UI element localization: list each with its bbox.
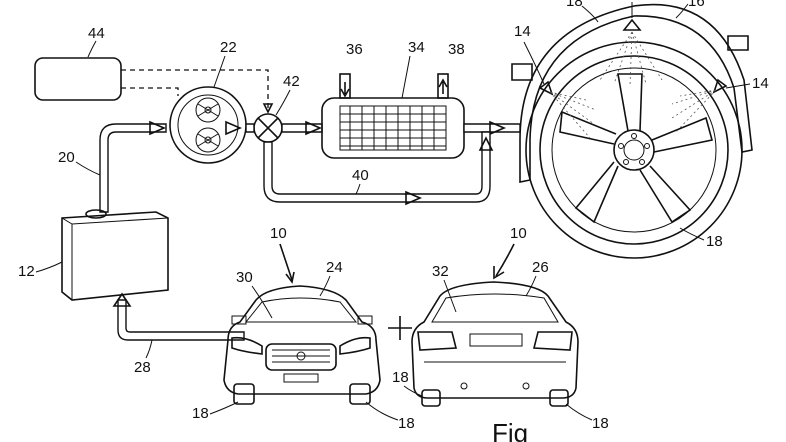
label-26: 26: [532, 259, 549, 276]
label-34: 34: [408, 39, 425, 56]
wheel-assembly: [511, 3, 753, 259]
label-18-rl: 18: [392, 369, 409, 386]
spray-top: [599, 18, 663, 87]
reservoir-box: [34, 57, 122, 101]
label-38: 38: [448, 41, 465, 58]
label-32: 32: [432, 263, 449, 280]
plus-symbol: [388, 316, 412, 340]
tank: [61, 209, 169, 301]
label-42: 42: [283, 73, 300, 90]
label-14-left: 14: [514, 23, 531, 40]
control-line-valve: [121, 69, 269, 110]
bypass-pipe: [263, 131, 491, 203]
label-12: 12: [18, 263, 35, 280]
spray-left: [538, 80, 597, 139]
label-18-fl: 18: [192, 405, 209, 422]
label-44: 44: [88, 25, 105, 42]
label-18-rr: 18: [592, 415, 609, 432]
inlet-36: [339, 73, 351, 99]
label-24: 24: [326, 259, 343, 276]
car-front-view: [223, 285, 381, 405]
label-18-wheel-top: 18: [566, 0, 583, 10]
car-rear-view: [411, 281, 579, 407]
label-40: 40: [352, 167, 369, 184]
heat-exchanger: [321, 97, 465, 159]
pump: [169, 86, 247, 164]
label-28: 28: [134, 359, 151, 376]
spray-right: [671, 78, 728, 133]
return-pipe: [117, 299, 245, 341]
label-18-fr: 18: [398, 415, 415, 432]
label-22: 22: [220, 39, 237, 56]
label-10-rear: 10: [510, 225, 527, 242]
control-line-pump: [121, 87, 179, 96]
label-30: 30: [236, 269, 253, 286]
inlet-38: [437, 73, 449, 99]
label-36: 36: [346, 41, 363, 58]
label-16: 16: [688, 0, 705, 10]
valve: [253, 113, 283, 143]
label-20: 20: [58, 149, 75, 166]
label-14-right: 14: [752, 75, 769, 92]
label-10-front: 10: [270, 225, 287, 242]
supply-pipe: [99, 123, 167, 213]
figure-caption: Fig: [492, 418, 528, 442]
label-18-wheel-bottom: 18: [706, 233, 723, 250]
